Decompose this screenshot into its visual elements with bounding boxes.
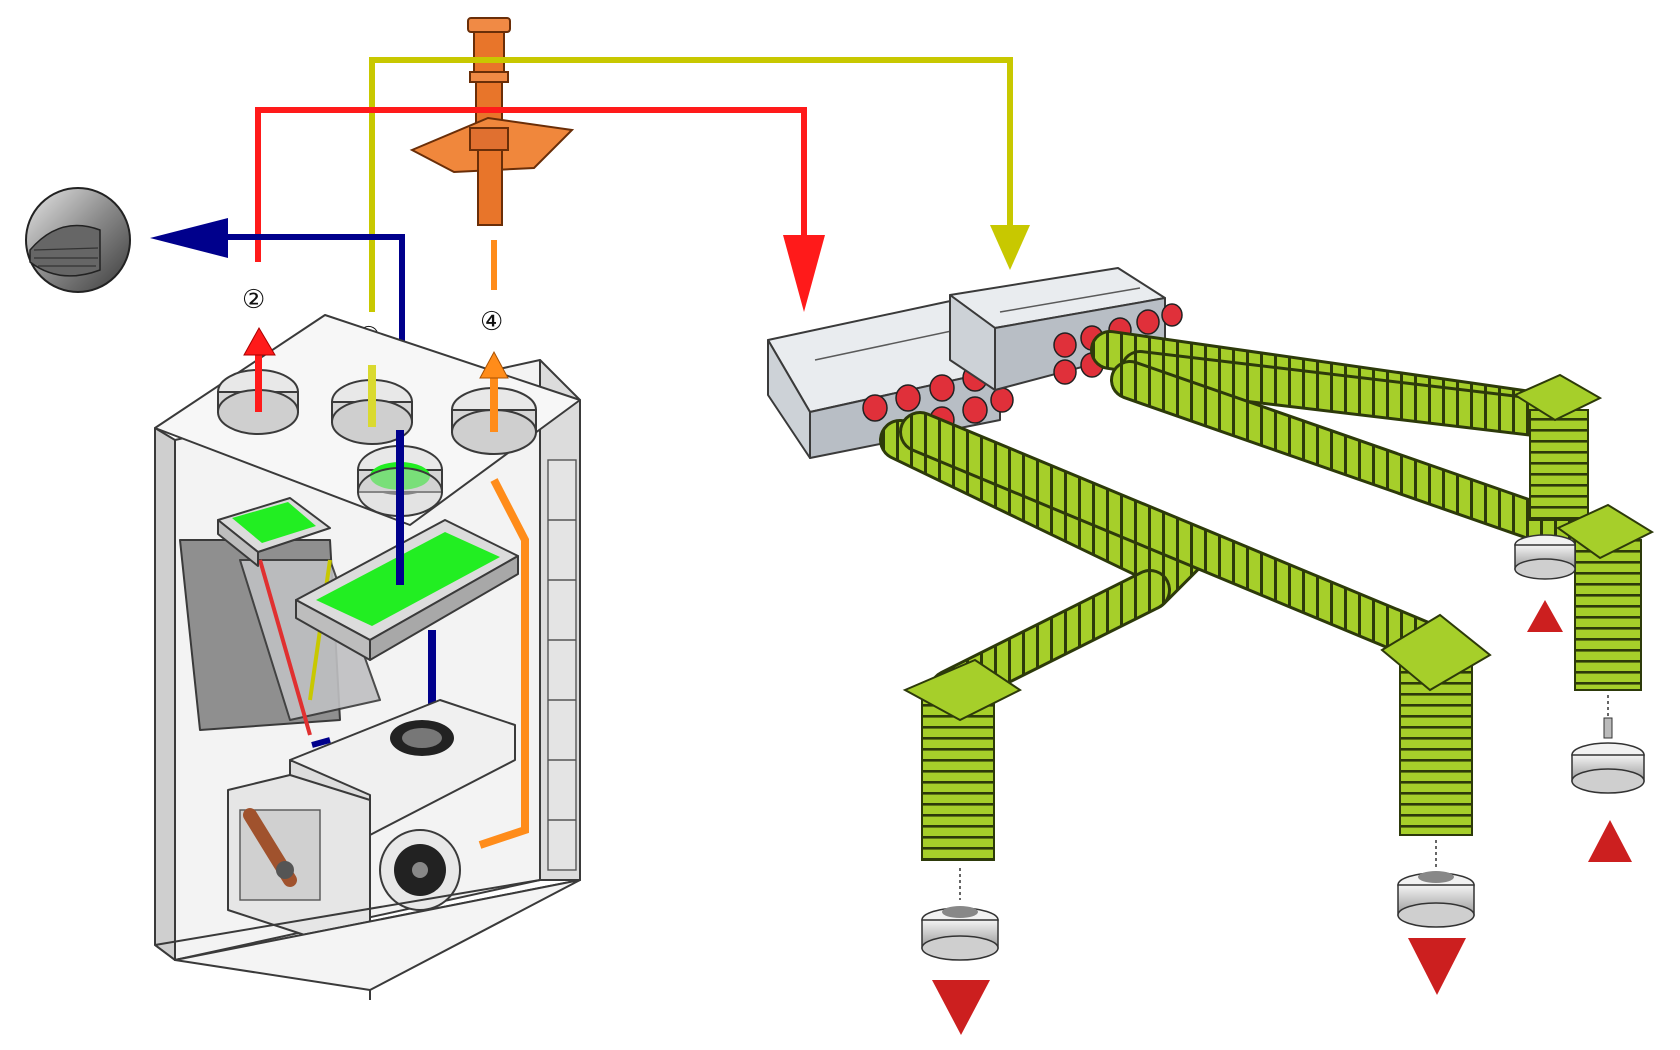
- duct-drop-4: [1556, 503, 1655, 728]
- distribution-box-front: [767, 299, 1014, 459]
- filter-lower: [295, 519, 519, 661]
- duct-drop-3: [1512, 373, 1603, 521]
- ceiling-valve-icon: [1571, 717, 1645, 794]
- side-louvers: [547, 459, 577, 871]
- ceiling-valve-icon: [1397, 871, 1475, 928]
- fan-icon: [379, 829, 461, 911]
- filter-upper: [217, 497, 331, 567]
- yellow-extract-line: [369, 57, 1030, 312]
- collar-4: [451, 350, 537, 455]
- heat-recovery-unit: [154, 314, 581, 1000]
- duct-drop-2: [1380, 613, 1492, 868]
- port-4-label: ④: [480, 307, 503, 337]
- ceiling-valve-icon: [1514, 534, 1576, 580]
- down-arrow-1: [932, 980, 990, 1035]
- roof-terminal-icon: [409, 17, 575, 226]
- red-supply-line: [255, 107, 825, 312]
- up-arrow-2: [1588, 820, 1632, 862]
- blue-exhaust-line: [150, 218, 405, 368]
- up-arrow-1: [1527, 600, 1563, 632]
- port-2-label: ②: [242, 285, 265, 315]
- wall-vent-cap-icon: [25, 187, 131, 293]
- down-arrow-2: [1408, 938, 1466, 995]
- distribution-box-back: [949, 267, 1183, 391]
- collar-3: [331, 365, 413, 445]
- ceiling-valve-icon: [921, 906, 999, 961]
- motor-box: [227, 774, 371, 941]
- duct-drop-1: [902, 658, 1022, 900]
- collar-2: [217, 326, 299, 435]
